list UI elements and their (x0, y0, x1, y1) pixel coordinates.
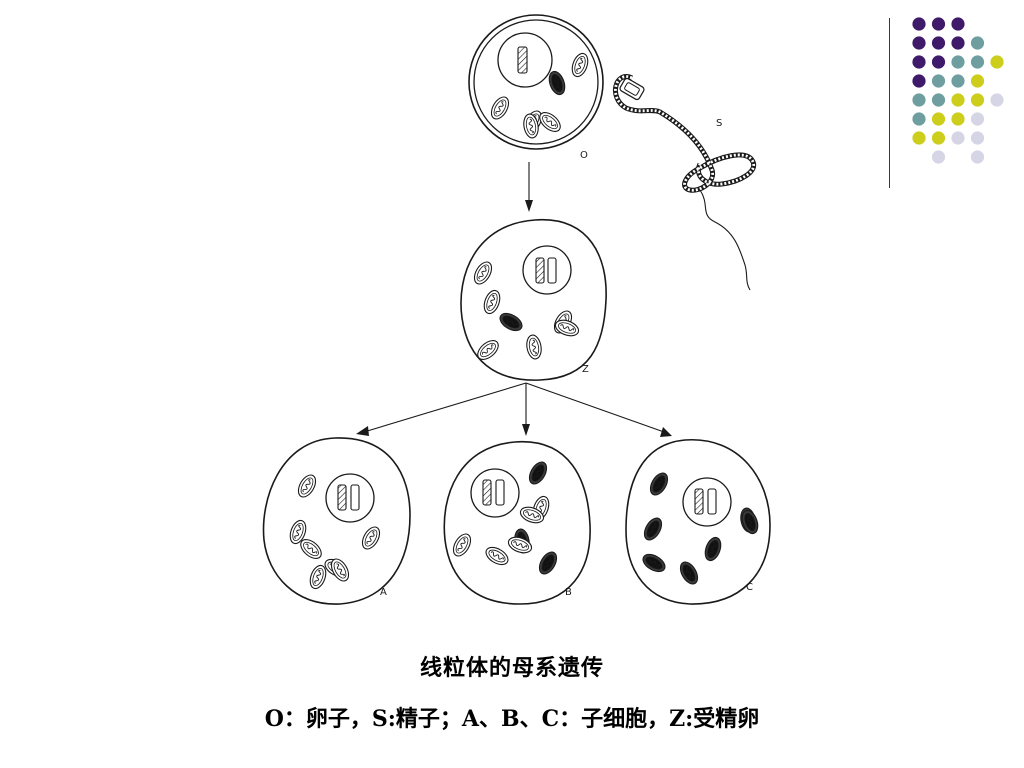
egg-label: O (580, 150, 588, 161)
mitochondrion (679, 561, 699, 585)
decorative-dot (970, 36, 985, 50)
zygote-nucleus (522, 245, 572, 295)
sperm-cell: S (613, 74, 757, 291)
daughter-c-nucleus (682, 477, 732, 527)
mitochondrion (643, 517, 663, 541)
decorative-dot (912, 112, 926, 126)
mitochondrial-inheritance-diagram: O S Z A (262, 14, 1004, 605)
decorative-dot (912, 36, 926, 50)
daughter-a-chromosome-plain (350, 484, 360, 511)
decorative-dot (912, 131, 926, 145)
egg-chromosome (517, 46, 528, 74)
zygote-chromosome-plain (547, 257, 557, 284)
decorative-dot (951, 17, 965, 31)
decorative-dot (912, 17, 926, 31)
daughter-b-label: B (565, 587, 572, 598)
slide-legend: O：卵子，S:精子；A、B、C：子细胞，Z:受精卵 (264, 706, 760, 732)
arrows-zygote-to-daughters (356, 382, 672, 437)
mitochondrion (473, 261, 493, 285)
daughter-b-mitochondria (452, 461, 558, 575)
mitochondrion (528, 461, 548, 485)
daughter-b-nucleus (470, 468, 520, 518)
decorative-dot (951, 93, 965, 107)
daughter-cell-b: B (443, 441, 591, 605)
decorative-dot (931, 17, 946, 31)
decorative-dot (912, 93, 926, 107)
decorative-dot (990, 55, 1004, 69)
zygote-mitochondria (473, 261, 580, 360)
decorative-dot (931, 131, 946, 145)
daughter-b-chromosome-plain (495, 479, 505, 506)
mitochondrion (539, 112, 561, 132)
daughter-cell-a: A (262, 437, 411, 605)
daughter-c-label: C (746, 582, 753, 593)
daughter-a-mitochondria (289, 474, 381, 590)
decorative-dot (951, 55, 965, 69)
mitochondrion (538, 551, 558, 575)
decorative-dot (931, 93, 946, 107)
zygote-chromosome-hatched (535, 257, 545, 284)
mitochondrion (300, 539, 322, 559)
mitochondrion (361, 526, 381, 550)
daughter-a-nucleus (325, 473, 375, 523)
daughter-c-chromosome-hatched (694, 488, 704, 515)
decorative-dot (970, 131, 985, 145)
daughter-c-chromosome-plain (707, 488, 717, 515)
egg-mitochondria (490, 52, 589, 139)
mitochondrion (704, 536, 722, 562)
daughter-a-label: A (380, 587, 387, 598)
decorative-dot (990, 93, 1004, 107)
mitochondrion (741, 509, 759, 535)
mitochondrion (642, 553, 666, 573)
decorative-dot (970, 74, 985, 88)
decorative-dot (912, 55, 926, 69)
decorative-dot (951, 112, 965, 126)
slide-title: 线粒体的母系遗传 (419, 655, 604, 681)
mitochondrion (452, 533, 472, 557)
decorative-dot (951, 74, 965, 88)
mitochondrion (477, 340, 499, 360)
mitochondrion (519, 506, 545, 524)
decorative-dot (970, 93, 985, 107)
decorative-dot (931, 150, 946, 164)
mitochondrion (548, 70, 566, 96)
decorative-dot (931, 55, 946, 69)
mitochondrion (483, 289, 501, 315)
egg-cell: O (468, 14, 604, 161)
arrow-egg-to-zygote (525, 162, 533, 212)
mitochondrion (507, 536, 533, 554)
mitochondrion (571, 52, 589, 78)
decorative-dot (931, 36, 946, 50)
mitochondrion (526, 334, 542, 360)
mitochondrion (523, 113, 539, 139)
mitochondrion (297, 474, 317, 498)
decorative-dot (931, 74, 946, 88)
mitochondrion (289, 519, 307, 545)
decorative-dot (970, 150, 985, 164)
sperm-label: S (716, 118, 722, 129)
mitochondrion (649, 472, 669, 496)
decorative-dot (912, 74, 926, 88)
mitochondrion (554, 319, 580, 337)
decorative-dot (951, 36, 965, 50)
decorative-divider (889, 18, 890, 188)
decorative-dot (970, 112, 985, 126)
mitochondrion (330, 558, 350, 582)
daughter-cell-c: C (625, 439, 771, 605)
zygote-cell: Z (460, 219, 607, 381)
decorative-dot (931, 112, 946, 126)
mitochondrion (309, 564, 327, 590)
mitochondrion (499, 312, 523, 332)
mitochondrion (485, 546, 509, 566)
decorative-dot (970, 55, 985, 69)
daughter-c-mitochondria (642, 472, 759, 585)
decorative-dot (951, 131, 965, 145)
daughter-a-chromosome-hatched (337, 484, 347, 511)
decorative-dot-grid (912, 17, 1004, 164)
mitochondrion (490, 96, 510, 120)
zygote-label: Z (582, 364, 589, 375)
daughter-b-chromosome-hatched (482, 479, 492, 506)
